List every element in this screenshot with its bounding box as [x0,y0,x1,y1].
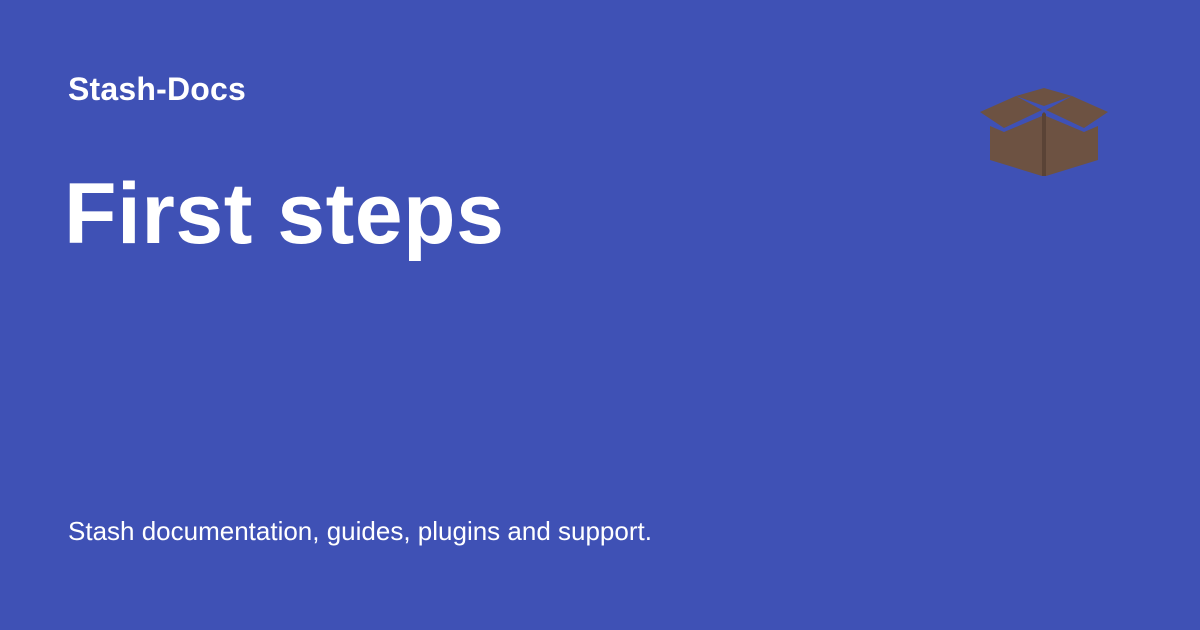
site-name: Stash-Docs [68,70,246,108]
open-box-icon [978,86,1110,178]
site-description: Stash documentation, guides, plugins and… [68,514,652,548]
page-title: First steps [64,166,504,262]
